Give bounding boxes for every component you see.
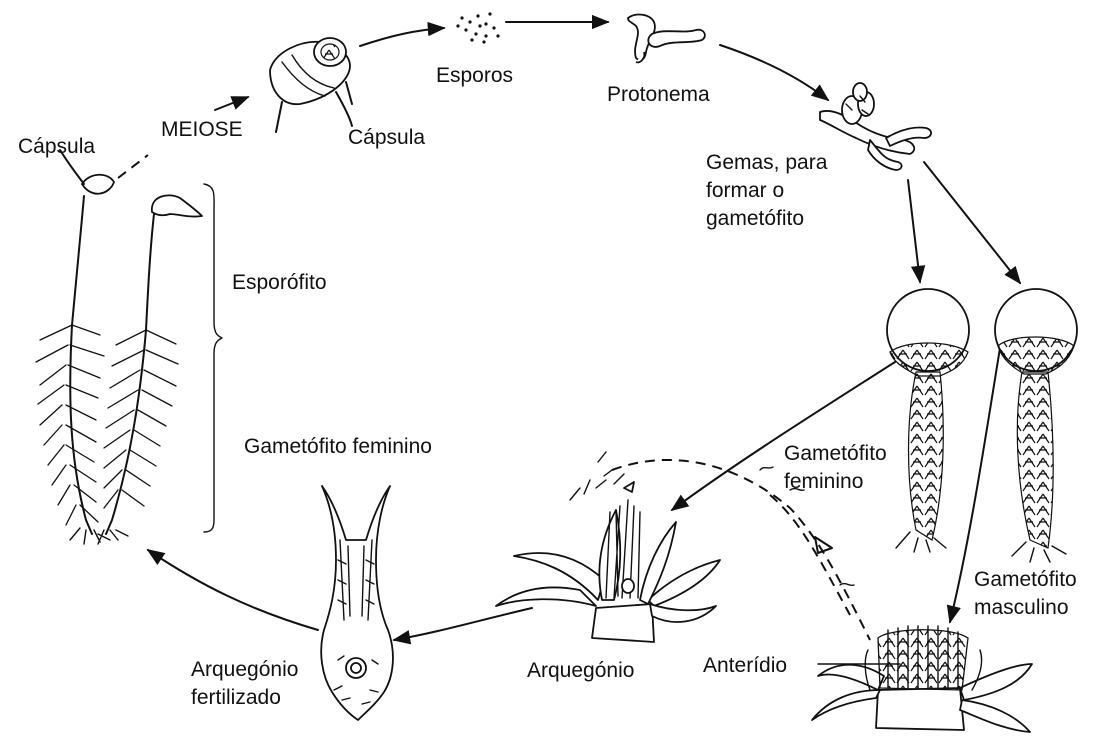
label-gametofito-feminino-right: Gametófito feminino	[784, 440, 887, 496]
bracket	[204, 184, 222, 532]
female-gametophyte-illustration	[887, 289, 969, 552]
arrow-protonema-to-gemas	[720, 45, 828, 100]
arrow-meiose-to-capsule-head	[215, 97, 248, 110]
protonema-illustration	[628, 15, 705, 63]
label-gametofito-masculino: Gametófito masculino	[974, 566, 1077, 622]
mature-moss-plants	[36, 175, 202, 544]
male-gametophyte-illustration	[995, 289, 1077, 562]
fertilized-archegonium-illustration	[321, 486, 393, 720]
arrow-gemas-to-female	[908, 180, 920, 282]
label-arquegonio-fertilizado: Arquegónio fertilizado	[191, 656, 298, 712]
label-meiose: MEIOSE	[161, 116, 243, 144]
antheridium-illustration	[812, 626, 1032, 732]
cycle-arrows	[118, 22, 1020, 640]
label-capsula-left: Cápsula	[18, 133, 95, 161]
label-esporofito: Esporófito	[232, 269, 327, 297]
arrow-capsule-to-spores	[360, 28, 444, 46]
arrow-fertilized-to-sporophyte	[148, 550, 318, 630]
label-esporos: Esporos	[436, 62, 513, 90]
label-anteridio: Anterídio	[703, 652, 787, 680]
spores-illustration	[456, 12, 499, 43]
label-capsula-top: Cápsula	[348, 124, 425, 152]
label-arquegonio: Arquegónio	[527, 657, 634, 685]
capsule-top-illustration	[270, 38, 352, 132]
label-gemas: Gemas, para formar o gametófito	[706, 149, 827, 233]
gemas-illustration	[820, 83, 931, 170]
arrow-meiose-to-capsule	[118, 155, 148, 178]
label-protonema: Protonema	[607, 81, 710, 109]
arrow-gemas-to-male	[924, 162, 1020, 283]
arrow-arquegonio-to-fertilized	[394, 608, 532, 640]
archegonium-illustration	[496, 452, 720, 642]
label-gametofito-feminino-left: Gametófito feminino	[244, 433, 432, 461]
